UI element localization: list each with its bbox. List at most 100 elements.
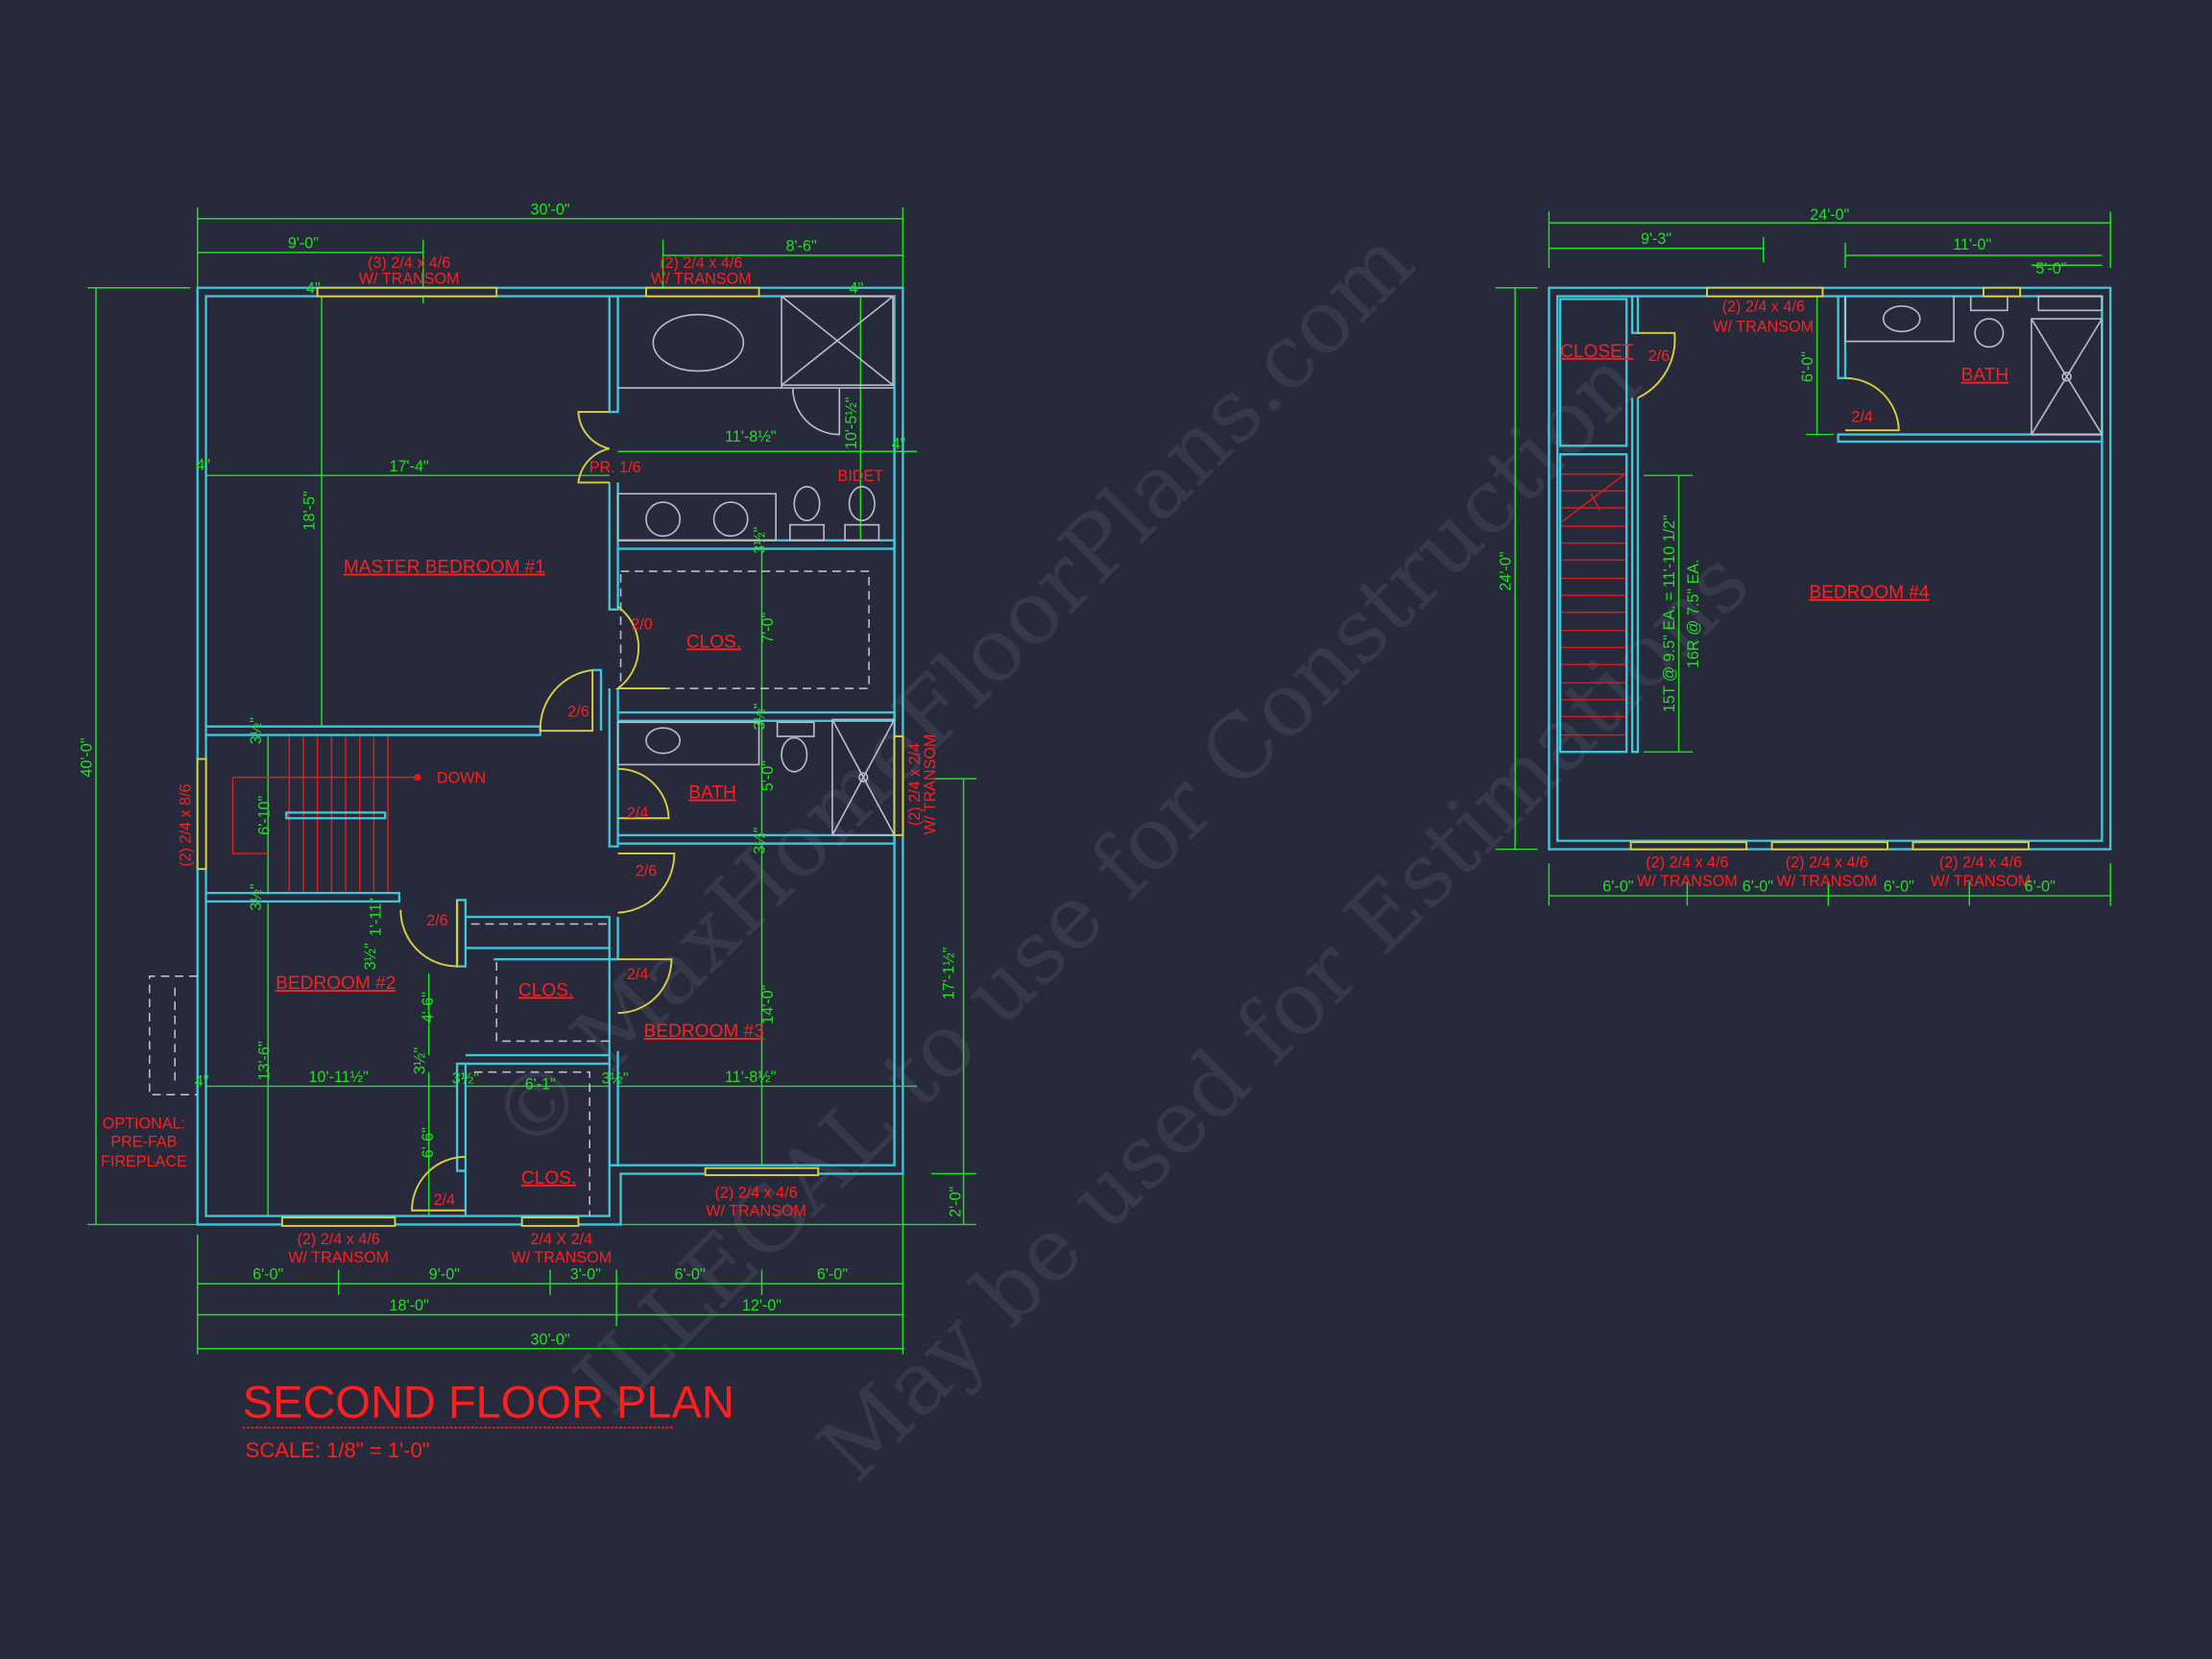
door-label: PR. 1/6 <box>589 459 641 476</box>
window-label: W/ TRANSOM <box>288 1249 389 1266</box>
dimension-label: 9'-3" <box>1641 230 1671 248</box>
window-label: (3) 2/4 x 4/6 <box>368 254 450 272</box>
dimension-label: 24'-0" <box>1498 551 1515 590</box>
dimension-label: 4" <box>196 456 210 473</box>
dimension-label: 4'-6" <box>420 992 437 1022</box>
dimension-label: 30'-0" <box>530 1331 569 1348</box>
room-label: MASTER BEDROOM #1 <box>344 558 545 578</box>
window-label: W/ TRANSOM <box>1931 873 2032 890</box>
dimension-label: 6'-1" <box>525 1075 556 1093</box>
dimension-label: 6'-10" <box>256 795 274 834</box>
dimension-label: 4" <box>892 435 906 452</box>
dimension-label: 3½" <box>452 1070 479 1087</box>
dimension-label: 9'-0" <box>429 1266 460 1284</box>
dimension-label: 9'-0" <box>288 235 319 252</box>
dimension-label: 16R @ 7.5" EA. <box>1685 559 1702 668</box>
plan-title: SECOND FLOOR PLAN <box>243 1377 734 1428</box>
dimension-label: 3½" <box>248 717 265 744</box>
dimension-label: 3½" <box>751 703 768 730</box>
dimension-label: 11'-8½" <box>725 428 777 445</box>
dimension-label: 7'-0" <box>759 613 777 643</box>
left-plan-labels: MASTER BEDROOM #1 CLOS. BATH BEDROOM #2 CLOS… <box>79 201 965 1348</box>
window-label: (2) 2/4 x 4/6 <box>1786 854 1868 872</box>
dimension-label: 3½" <box>602 1070 629 1087</box>
window-label: 2/4 X 2/4 <box>530 1231 592 1248</box>
dimension-label: 1'-11" <box>368 898 385 936</box>
dimension-label: 3½" <box>411 1047 428 1074</box>
dimension-label: 3½" <box>248 883 265 910</box>
window-label: W/ TRANSOM <box>1776 873 1877 890</box>
door-label: 2/6 <box>567 703 589 720</box>
door-label: 2/6 <box>636 862 657 879</box>
dimension-label: 12'-0" <box>742 1297 781 1314</box>
dimension-label: 18'-0" <box>390 1297 429 1314</box>
dimension-label: 13'-6" <box>256 1041 274 1080</box>
dimension-label: 17'-1½" <box>940 947 957 999</box>
note-label: BIDET <box>838 468 884 485</box>
dimension-label: 3½" <box>362 943 379 970</box>
bathtub <box>652 313 745 373</box>
room-label: BEDROOM #2 <box>276 974 396 994</box>
dimension-lines <box>87 207 976 1355</box>
note-label: DOWN <box>437 770 486 787</box>
dimension-label: 2'-0" <box>948 1187 965 1217</box>
dimension-label: 6'-6" <box>420 1127 437 1158</box>
window-label: W/ TRANSOM <box>1637 873 1738 890</box>
second-floor-plan: SECOND FLOOR PLAN SCALE: 1/8" = 1'-0" MA… <box>79 201 976 1462</box>
room-label: CLOS. <box>518 980 573 1000</box>
door-label: 2/6 <box>1648 348 1670 365</box>
dimension-label: 6'-0" <box>1799 351 1816 382</box>
dimension-label: 14'-0" <box>759 984 777 1023</box>
note-label: PRE-FAB <box>110 1134 177 1151</box>
window-label: W/ TRANSOM <box>511 1249 612 1266</box>
door-label: 2/4 <box>627 805 648 822</box>
window-label: W/ TRANSOM <box>922 734 939 835</box>
window-label: W/ TRANSOM <box>1713 318 1814 335</box>
dimension-label: 30'-0" <box>530 201 569 218</box>
dimension-label: 18'-5" <box>301 491 319 530</box>
dimension-label: 6'-0" <box>1602 878 1633 896</box>
window-label: (2) 2/4 x 4/6 <box>298 1231 380 1248</box>
dimension-label: 4" <box>195 1072 209 1090</box>
stairs <box>231 736 421 892</box>
room-label: BATH <box>1961 366 2009 386</box>
dimension-label: 6'-0" <box>1743 878 1773 896</box>
dimension-label: 6'-0" <box>1884 878 1914 896</box>
dimension-label: 40'-0" <box>79 737 96 777</box>
dimension-label: 6'-0" <box>2025 878 2056 896</box>
door-label: 2/4 <box>1851 408 1872 425</box>
windows <box>196 286 904 1227</box>
window-label: W/ TRANSOM <box>706 1203 806 1220</box>
window-label: (2) 2/4 x 4/6 <box>1646 854 1728 872</box>
dimension-label: 17'-4" <box>390 458 429 475</box>
window-label: (2) 2/4 x 2/4 <box>906 743 924 826</box>
dimension-label: 10'-5½" <box>843 397 860 449</box>
fixtures <box>148 295 896 1216</box>
room-label: CLOS. <box>686 632 741 652</box>
door-label: 2/6 <box>426 912 447 929</box>
door-label: 2/0 <box>631 615 652 633</box>
walls <box>196 286 904 1226</box>
room-label: CLOS. <box>521 1168 576 1189</box>
bidet <box>848 486 876 522</box>
room-label: CLOSET <box>1560 342 1634 362</box>
window-label: (2) 2/4 x 4/6 <box>1939 854 2022 872</box>
window-label: W/ TRANSOM <box>359 270 460 287</box>
dimension-label: 11'-0" <box>1953 236 1991 253</box>
dimension-label: 3'-0" <box>570 1266 601 1284</box>
dimension-label: 24'-0" <box>1810 206 1849 224</box>
double-vanity <box>616 493 777 541</box>
dimension-label: 3½" <box>751 827 768 854</box>
dimension-label: 8'-6" <box>786 238 817 255</box>
window-label: (2) 2/4 x 4/6 <box>714 1185 797 1202</box>
toilet <box>793 486 821 522</box>
dimension-label: 6'-0" <box>817 1266 848 1284</box>
room-label: BATH <box>688 783 736 804</box>
dimension-label: 6'-0" <box>674 1266 705 1284</box>
dimension-label: 5'-0" <box>2035 260 2066 277</box>
window-label: (2) 2/4 x 4/6 <box>1722 299 1805 316</box>
dimension-label: 4" <box>306 280 321 298</box>
